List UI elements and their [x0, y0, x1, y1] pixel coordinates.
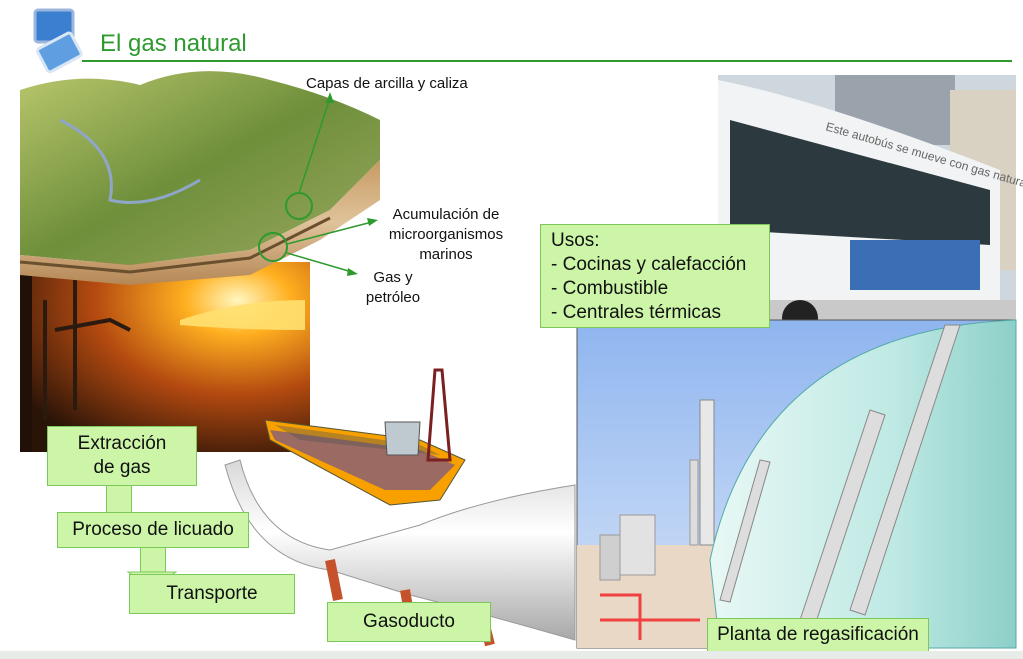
regasification-plant-box: Planta de regasificación — [707, 618, 929, 652]
transport-box: Transporte — [129, 574, 295, 614]
uses-heading: Usos: — [551, 230, 600, 251]
pipeline-box: Gasoducto — [327, 602, 491, 642]
gas-extraction-box: Extracción de gas — [47, 426, 197, 486]
uses-item: - Cocinas y calefacción — [551, 254, 747, 275]
clay-limestone-label: Capas de arcilla y caliza — [306, 75, 468, 92]
uses-item: - Centrales térmicas — [551, 302, 721, 323]
page-title: El gas natural — [100, 30, 247, 57]
gas-oil-label: Gas y petróleo — [365, 269, 421, 306]
flow-connector — [140, 548, 166, 572]
flow-connector — [106, 486, 132, 512]
microorganism-accumulation-label: Acumulación de microorganismos marinos — [388, 206, 504, 263]
uses-item: - Combustible — [551, 278, 669, 299]
liquefaction-box: Proceso de licuado — [57, 512, 249, 548]
title-divider — [82, 60, 1012, 62]
uses-box: Usos: - Cocinas y calefacción - Combusti… — [540, 224, 770, 328]
footer-band — [0, 651, 1023, 659]
presentation-logo-icon — [33, 8, 83, 74]
